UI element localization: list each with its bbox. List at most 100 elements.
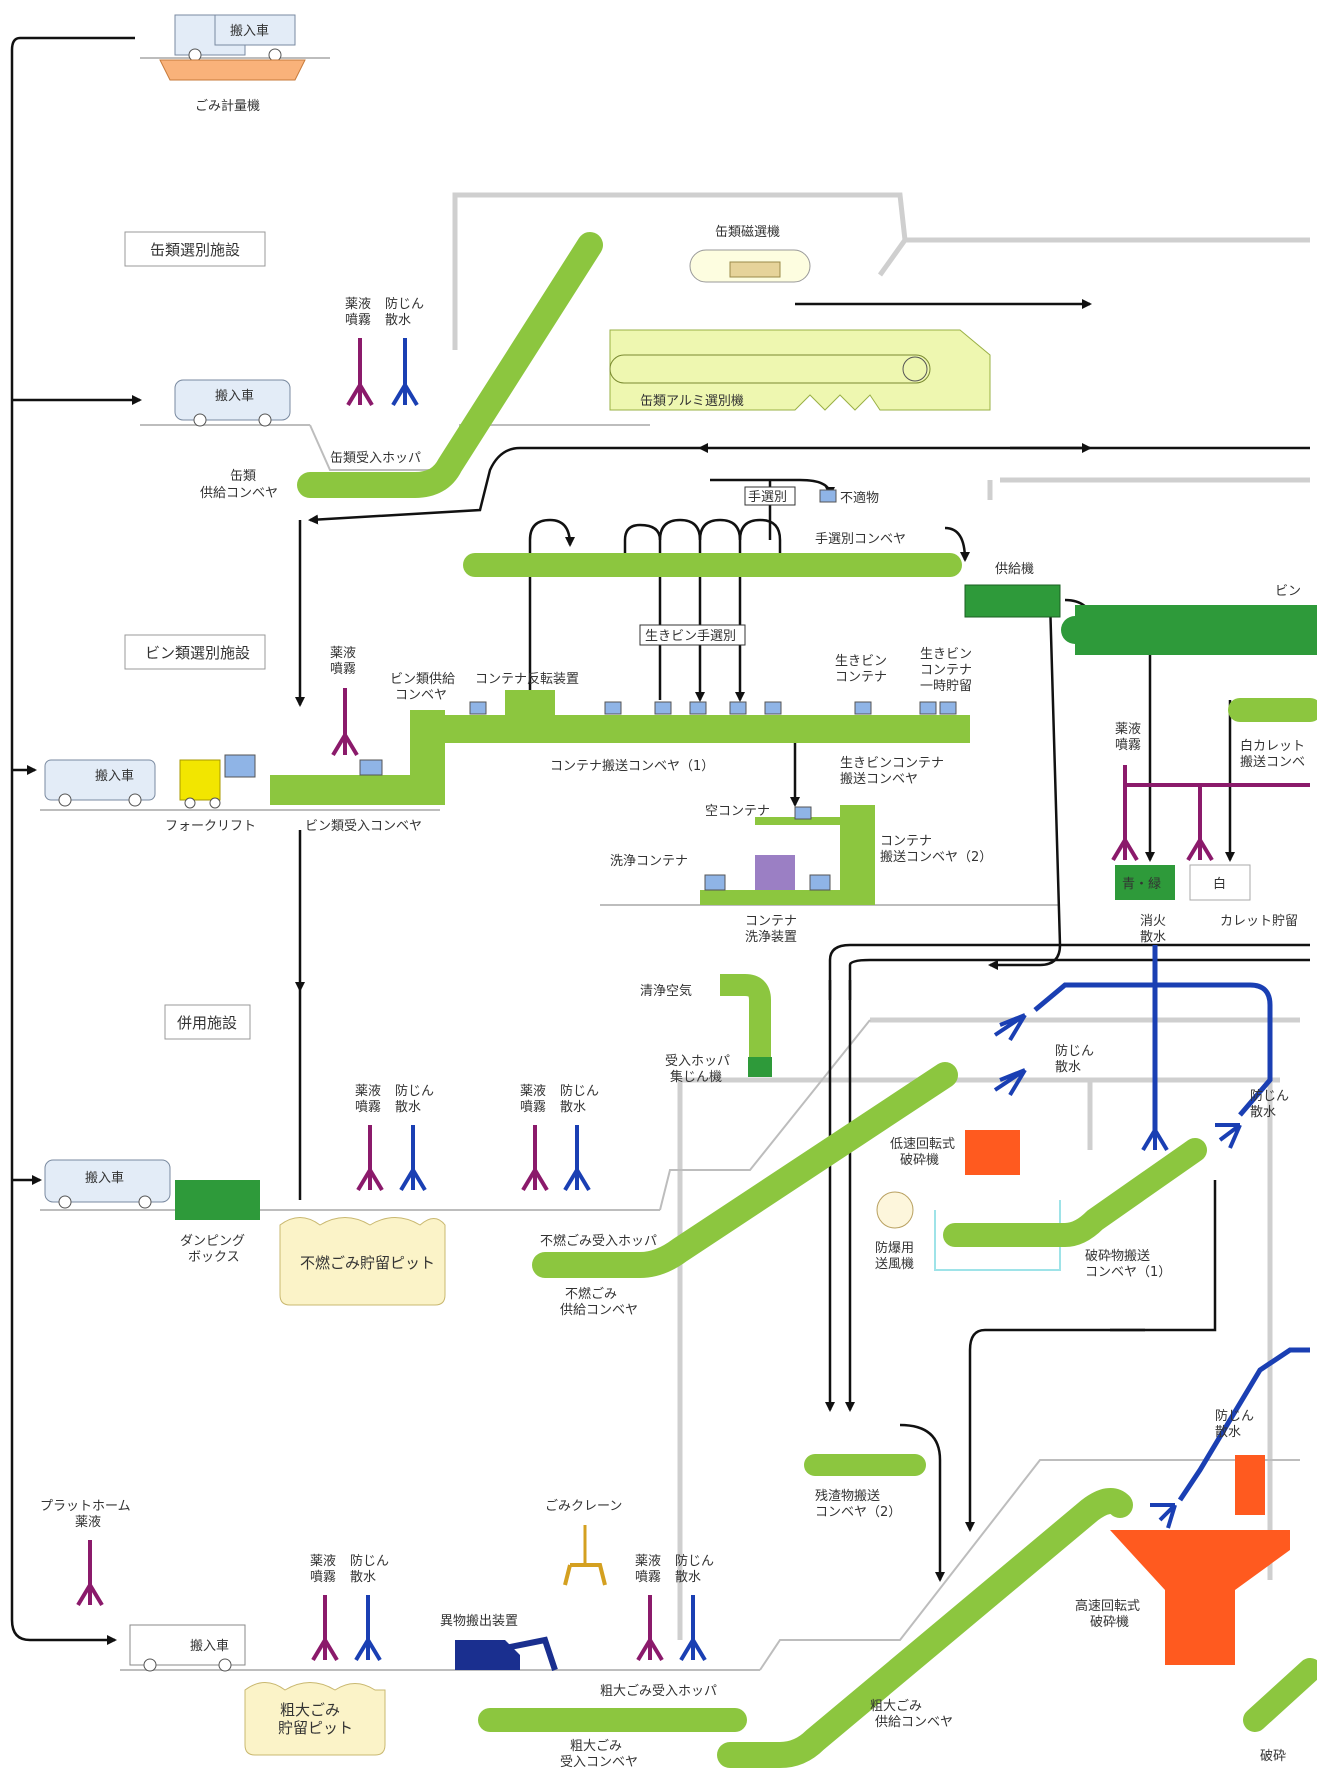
svg-text:青・緑: 青・緑 xyxy=(1122,877,1161,892)
svg-text:搬送コンベ: 搬送コンベ xyxy=(1240,755,1305,770)
svg-text:防じん: 防じん xyxy=(385,296,424,312)
can-supply-conveyor: 缶類受入ホッパ 缶類 供給コンベヤ xyxy=(200,232,603,501)
svg-text:薬液: 薬液 xyxy=(330,646,356,661)
can-magnet: 缶類磁選機 xyxy=(689,225,811,283)
dust-label-e: 防じん xyxy=(1215,1408,1254,1424)
svg-text:不燃ごみ貯留ピット: 不燃ごみ貯留ピット xyxy=(300,1254,435,1272)
svg-text:薬液: 薬液 xyxy=(520,1084,546,1099)
cullet-area: 白カレット 搬送コンベ 薬液 噴霧 青・緑 白 カレット貯留 消火 散水 xyxy=(1111,698,1317,945)
svg-text:供給コンベヤ: 供給コンベヤ xyxy=(560,1303,638,1318)
can-chem-spray: 薬液 噴霧 防じん 散水 xyxy=(345,296,424,407)
svg-text:白: 白 xyxy=(1213,876,1226,892)
hand-sort-conveyor: 手選別コンベヤ xyxy=(463,532,962,577)
flow-lines xyxy=(10,36,1310,1645)
svg-text:コンベヤ（1）: コンベヤ（1） xyxy=(1085,1265,1171,1280)
svg-text:貯留ピット: 貯留ピット xyxy=(278,1719,353,1737)
svg-text:空コンテナ: 空コンテナ xyxy=(705,804,770,819)
svg-text:コンベヤ: コンベヤ xyxy=(395,688,447,703)
svg-text:コンテナ搬送コンベヤ（1）: コンテナ搬送コンベヤ（1） xyxy=(550,759,714,774)
bulky-chem-spray: 薬液 噴霧 防じん 散水 薬液 噴霧 防じん 散水 xyxy=(310,1553,714,1662)
svg-text:受入ホッパ: 受入ホッパ xyxy=(665,1054,730,1069)
section-bottle-box xyxy=(124,634,266,670)
svg-text:コンテナ: コンテナ xyxy=(835,670,887,685)
svg-text:薬液: 薬液 xyxy=(1115,722,1141,737)
svg-text:コンテナ: コンテナ xyxy=(745,914,797,929)
svg-text:噴霧: 噴霧 xyxy=(635,1570,661,1585)
svg-text:異物搬出装置: 異物搬出装置 xyxy=(440,1614,518,1629)
svg-text:噴霧: 噴霧 xyxy=(355,1100,381,1115)
svg-text:一時貯留: 一時貯留 xyxy=(920,679,972,694)
svg-text:コンテナ反転装置: コンテナ反転装置 xyxy=(475,672,579,687)
svg-text:防じん: 防じん xyxy=(560,1083,599,1099)
svg-text:手選別: 手選別 xyxy=(748,490,787,505)
scale-icon: ごみ計量機 xyxy=(159,59,306,114)
svg-text:生きビン手選別: 生きビン手選別 xyxy=(645,629,736,644)
svg-text:ダンピング: ダンピング xyxy=(180,1234,245,1249)
svg-text:供給コンベヤ: 供給コンベヤ xyxy=(200,486,278,501)
foreign-removal: 異物搬出装置 xyxy=(440,1614,558,1671)
svg-text:ビン: ビン xyxy=(1275,584,1301,599)
svg-text:噴霧: 噴霧 xyxy=(330,662,356,677)
bottle-receive-label: ビン類受入コンベヤ xyxy=(305,819,422,834)
svg-text:供給機: 供給機 xyxy=(995,562,1034,577)
svg-text:缶類受入ホッパ: 缶類受入ホッパ xyxy=(330,451,421,466)
svg-text:散水: 散水 xyxy=(395,1100,421,1115)
crushed-conveyor-1: 破砕物搬送 コンベヤ（1） xyxy=(943,1138,1207,1280)
svg-text:搬入車: 搬入車 xyxy=(190,1639,229,1654)
blue-water-lines xyxy=(1033,945,1310,1502)
truck-label: 搬入車 xyxy=(230,24,269,39)
dust-label-d: 散水 xyxy=(1250,1105,1276,1120)
can-aluminum-separator: 缶類アルミ選別機 xyxy=(609,329,991,411)
svg-text:高速回転式: 高速回転式 xyxy=(1075,1598,1140,1614)
svg-text:防じん: 防じん xyxy=(350,1553,389,1569)
platform-spray: プラットホーム 薬液 xyxy=(40,1499,131,1607)
noncomb-pit: 不燃ごみ貯留ピット xyxy=(279,1217,446,1306)
bottle-sorter-right: ビン xyxy=(1061,584,1317,655)
svg-text:送風機: 送風機 xyxy=(875,1257,914,1272)
svg-text:プラットホーム: プラットホーム xyxy=(40,1499,131,1514)
bottle-truck: 搬入車 xyxy=(44,759,156,807)
svg-text:薬液: 薬液 xyxy=(355,1084,381,1099)
crushed-out-conveyor: 破砕 xyxy=(1243,1658,1317,1764)
section-bottle-title: ビン類選別施設 xyxy=(145,644,250,662)
svg-text:缶類アルミ選別機: 缶類アルミ選別機 xyxy=(640,394,744,409)
bulky-truck: 搬入車 xyxy=(129,1624,246,1672)
svg-text:不燃ごみ: 不燃ごみ xyxy=(565,1286,617,1302)
svg-text:破砕機: 破砕機 xyxy=(1090,1615,1129,1630)
dust-collector: 清浄空気 受入ホッパ 集じん機 xyxy=(640,974,772,1085)
svg-text:粗大ごみ: 粗大ごみ xyxy=(570,1738,622,1754)
svg-text:搬入車: 搬入車 xyxy=(95,769,134,784)
section-can-box xyxy=(124,231,266,267)
svg-text:噴霧: 噴霧 xyxy=(1115,738,1141,753)
gray-process-lines xyxy=(452,192,1310,1640)
feeder: 供給機 xyxy=(964,562,1061,618)
svg-text:不適物: 不適物 xyxy=(840,490,879,506)
svg-text:防爆用: 防爆用 xyxy=(875,1240,914,1256)
dust-label-b: 散水 xyxy=(1055,1060,1081,1075)
container-washer: 空コンテナ 洗浄コンテナ コンテナ 搬送コンベヤ（2） コンテナ 洗浄装置 xyxy=(610,804,992,945)
scale-truck: 搬入車 xyxy=(174,14,296,62)
svg-text:コンテナ: コンテナ xyxy=(920,663,972,678)
can-truck: 搬入車 xyxy=(174,379,291,427)
svg-text:消火: 消火 xyxy=(1140,914,1166,929)
hand-sort-loops xyxy=(528,518,782,710)
section-shared-title: 併用施設 xyxy=(177,1014,237,1032)
svg-text:噴霧: 噴霧 xyxy=(520,1100,546,1115)
svg-text:手選別コンベヤ: 手選別コンベヤ xyxy=(815,532,906,547)
svg-text:薬液: 薬液 xyxy=(75,1515,101,1530)
svg-text:不燃ごみ受入ホッパ: 不燃ごみ受入ホッパ xyxy=(540,1233,657,1249)
svg-text:防じん: 防じん xyxy=(675,1553,714,1569)
bulky-receive-conveyor: 粗大ごみ受入ホッパ 粗大ごみ 受入コンベヤ xyxy=(478,1683,747,1770)
svg-text:薬液: 薬液 xyxy=(635,1554,661,1569)
svg-text:薬液: 薬液 xyxy=(345,297,371,312)
svg-text:防じん: 防じん xyxy=(395,1083,434,1099)
dust-label-a: 防じん xyxy=(1055,1043,1094,1059)
section-shared-box xyxy=(164,1004,251,1040)
svg-text:集じん機: 集じん機 xyxy=(670,1069,722,1085)
svg-text:破砕: 破砕 xyxy=(1260,1749,1286,1764)
high-speed-crusher: 高速回転式 破砕機 xyxy=(1075,1455,1290,1665)
dumping-box: ダンピング ボックス xyxy=(175,1180,260,1265)
svg-text:粗大ごみ受入ホッパ: 粗大ごみ受入ホッパ xyxy=(600,1683,717,1699)
svg-text:白カレット: 白カレット xyxy=(1240,738,1305,754)
svg-text:散水: 散水 xyxy=(1140,930,1166,945)
